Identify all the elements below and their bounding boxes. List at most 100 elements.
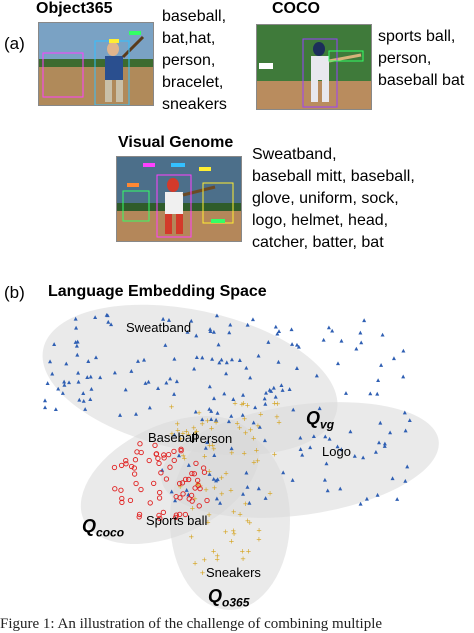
vg-point <box>118 413 123 417</box>
vg-point <box>291 407 296 412</box>
vg-point <box>212 453 217 457</box>
vg-point <box>76 379 81 384</box>
vg-point <box>325 488 330 493</box>
vg-point <box>267 387 272 392</box>
o365-point: + <box>188 533 194 541</box>
o365-point: + <box>219 490 225 498</box>
coco-point <box>158 470 164 476</box>
vg-point <box>156 386 161 390</box>
coco-point <box>137 441 143 447</box>
coco-point <box>204 497 210 504</box>
vg-point <box>83 407 88 411</box>
vg-point <box>112 370 117 375</box>
vg-point <box>247 500 252 505</box>
vg-point <box>143 381 148 385</box>
vg-point <box>358 330 363 335</box>
vg-point <box>403 428 408 433</box>
coco-point <box>200 465 207 471</box>
vg-point <box>67 380 72 385</box>
vg-point <box>241 392 246 397</box>
coco-point <box>119 495 125 502</box>
o365-point: + <box>177 483 183 491</box>
vg-point <box>73 340 78 344</box>
query-coco-label: Qcoco <box>82 516 124 540</box>
vg-point <box>229 413 234 418</box>
vg-point <box>135 359 140 363</box>
coco-point <box>136 514 142 520</box>
o365-point: + <box>194 427 200 435</box>
coco-point <box>189 470 195 477</box>
o365-point: + <box>272 399 278 407</box>
vg-point <box>317 406 322 411</box>
coco-point <box>177 495 183 501</box>
vg-point <box>289 327 294 332</box>
o365-point: + <box>239 548 245 556</box>
vg-point <box>88 374 93 379</box>
vg-point <box>98 375 103 380</box>
o365-point: + <box>228 487 234 495</box>
vg-point <box>203 445 208 450</box>
vg-point <box>218 500 223 505</box>
vg-point <box>257 424 262 429</box>
vg-point <box>405 464 410 469</box>
coco-point <box>177 511 183 517</box>
vg-point <box>229 446 234 451</box>
vg-point <box>250 317 255 322</box>
coco-point <box>196 503 202 509</box>
vg-point <box>388 430 393 435</box>
vg-point <box>379 363 384 367</box>
vg-point <box>200 417 205 422</box>
vg-point <box>231 397 236 401</box>
vg-point <box>375 492 380 497</box>
o365-point: + <box>192 495 198 503</box>
vg-point <box>214 496 219 501</box>
vg-point <box>403 478 408 483</box>
vg-point <box>81 391 86 395</box>
vg-point <box>263 401 268 406</box>
o365-point: + <box>276 418 282 426</box>
vg-point <box>354 346 359 351</box>
o365-point: + <box>192 429 198 437</box>
coco-point <box>161 452 167 458</box>
vg-point <box>240 412 245 417</box>
vg-point <box>105 313 110 318</box>
coco-point <box>133 480 139 487</box>
o365-point: + <box>258 411 264 419</box>
vg-point <box>211 476 216 481</box>
vg-point <box>359 340 364 345</box>
o365-point: + <box>223 469 229 477</box>
o365-point: + <box>267 489 273 497</box>
o365-point: + <box>241 399 247 407</box>
vg-point <box>290 342 295 346</box>
vg-point <box>335 444 340 449</box>
coco-point <box>119 499 125 505</box>
o365-point: + <box>243 429 249 437</box>
coco-point <box>156 460 162 467</box>
vg-point <box>273 394 278 399</box>
vg-point <box>276 359 281 364</box>
vg-point <box>81 398 86 403</box>
vg-point <box>338 486 343 491</box>
o365-point: + <box>207 442 213 450</box>
vg-point <box>214 313 219 318</box>
query-o365-label: Qo365 <box>208 586 249 610</box>
vg-point <box>280 388 285 392</box>
vg-point <box>56 386 61 391</box>
o365-point: + <box>169 403 175 411</box>
coco-point <box>197 485 203 492</box>
vg-point <box>245 484 250 489</box>
query-o365-sub: o365 <box>222 595 250 610</box>
vg-point <box>245 322 250 327</box>
coco-title: COCO <box>272 0 320 17</box>
o365-point: + <box>214 556 220 564</box>
coco-point <box>171 448 177 455</box>
coco-point <box>111 464 118 471</box>
coco-point <box>112 486 118 492</box>
o365-point: + <box>192 560 198 568</box>
vg-point <box>407 418 412 423</box>
o365-point: + <box>234 419 240 427</box>
o365-point: + <box>203 486 209 494</box>
vg-point <box>358 501 363 506</box>
vg-point <box>209 417 214 422</box>
vg-point <box>194 355 199 360</box>
